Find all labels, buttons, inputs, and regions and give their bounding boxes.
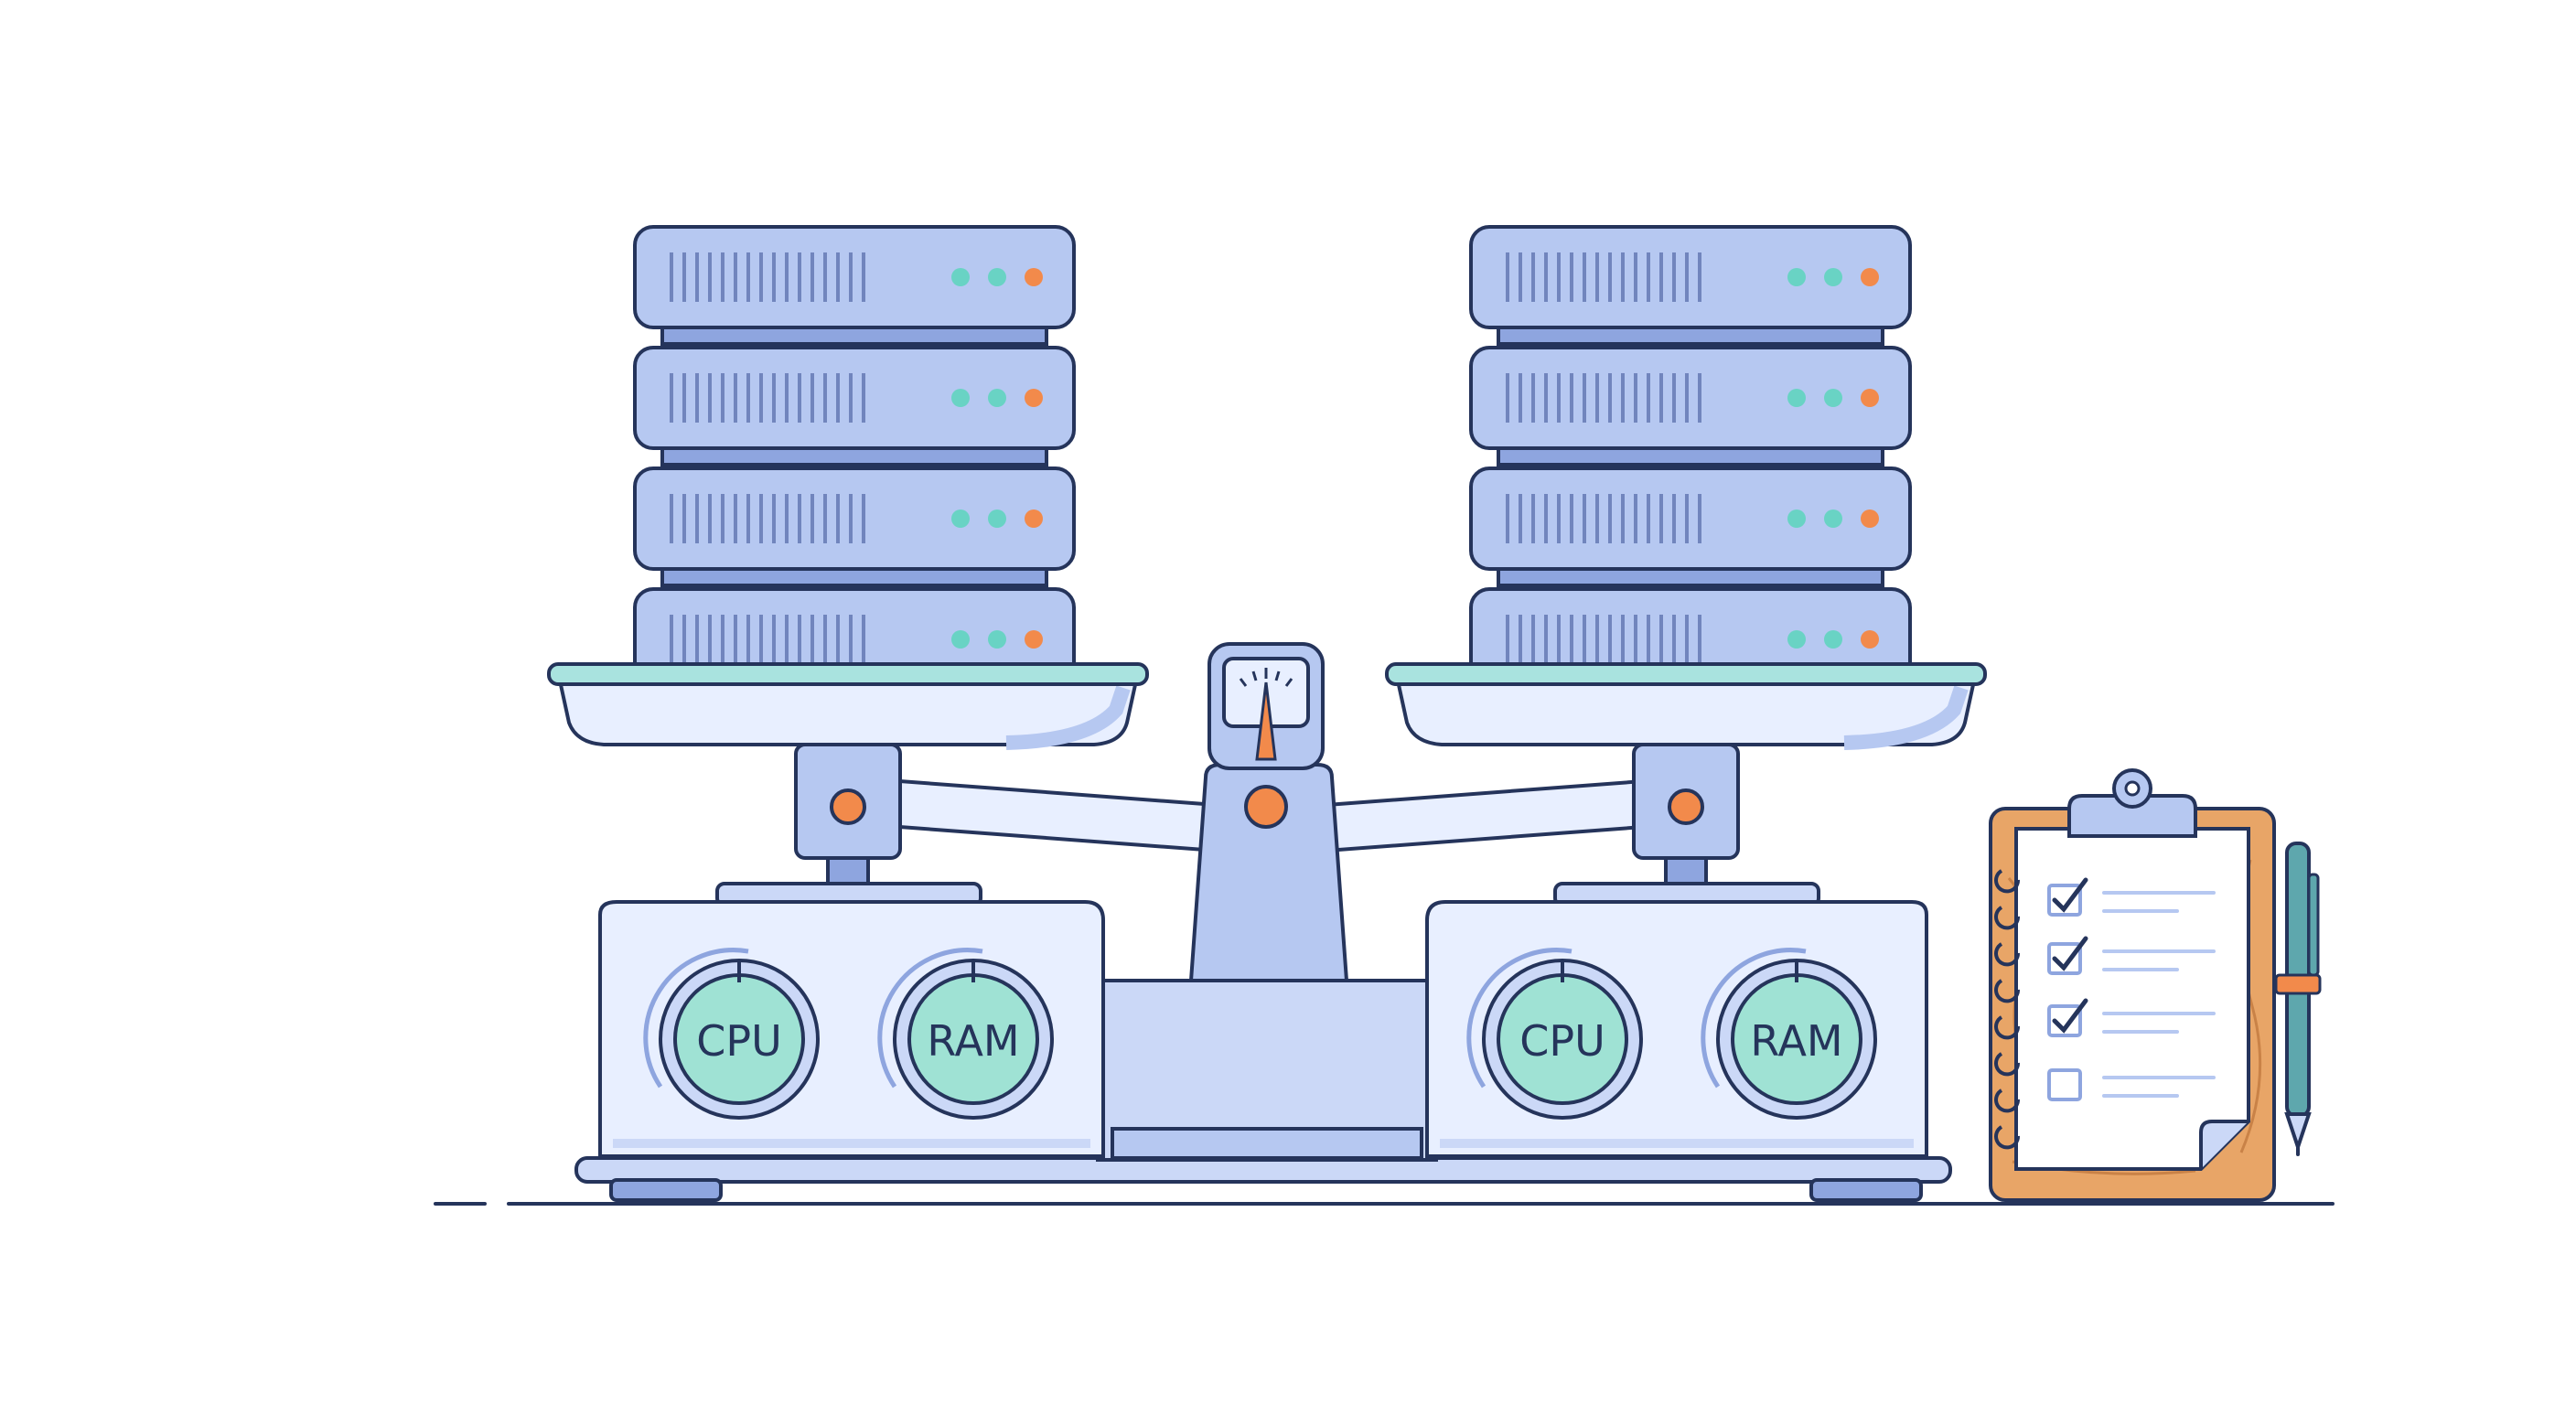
right-cpu-label: CPU — [1519, 1016, 1605, 1066]
right-ram-label: RAM — [1750, 1016, 1842, 1066]
center-pillar — [1188, 763, 1349, 982]
left-server-stack-icon — [633, 225, 1076, 692]
checklist-item — [2047, 1068, 2216, 1101]
left-ram-label: RAM — [927, 1016, 1019, 1066]
left-cpu-gauge: CPU — [643, 948, 820, 1120]
scale-dial-meter — [1208, 642, 1325, 770]
pen-icon — [2274, 842, 2322, 1156]
checklist-item — [2047, 936, 2216, 975]
checklist-clipboard-icon — [1989, 768, 2276, 1202]
left-cpu-label: CPU — [696, 1016, 782, 1066]
left-support — [715, 743, 982, 907]
checkmark-icon — [2052, 877, 2088, 913]
left-ram-gauge: RAM — [877, 948, 1054, 1120]
left-foot — [609, 1178, 723, 1202]
clipboard-clip — [2067, 768, 2197, 838]
checkmark-icon — [2052, 998, 2088, 1034]
checklist-item — [2047, 877, 2216, 917]
right-tray — [1385, 662, 1987, 750]
clipboard-spiral — [1994, 869, 2021, 1150]
clipboard-paper — [2014, 827, 2250, 1171]
balance-scale-icon: CPU RAM CPU RAM — [547, 642, 1987, 1202]
checkmark-icon — [2052, 936, 2088, 971]
right-server-stack-icon — [1469, 225, 1912, 692]
right-ram-gauge: RAM — [1701, 948, 1877, 1120]
left-tray — [547, 662, 1149, 750]
right-cpu-gauge: CPU — [1466, 948, 1643, 1120]
checklist-item — [2047, 998, 2216, 1037]
dial-needle — [1255, 681, 1277, 761]
right-foot — [1809, 1178, 1923, 1202]
